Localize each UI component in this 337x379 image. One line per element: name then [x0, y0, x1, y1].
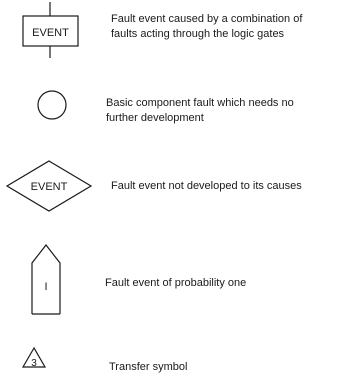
- house-symbol: I: [31, 244, 61, 315]
- legend-description-4: Fault event of probability one: [105, 276, 246, 291]
- description-line: Basic component fault which needs no: [106, 97, 294, 109]
- legend-description-1: Fault event caused by a combination of f…: [111, 12, 302, 42]
- description-line: Fault event caused by a combination of: [111, 13, 303, 25]
- transfer-label: 3: [31, 358, 37, 369]
- rectangle-event-symbol: EVENT: [22, 2, 79, 58]
- description-line: Fault event not developed to its causes: [111, 180, 302, 192]
- description-line: faults acting through the logic gates: [111, 28, 285, 40]
- transfer-triangle-symbol: 3: [21, 346, 47, 369]
- house-label: I: [44, 281, 47, 293]
- diamond-event-symbol: EVENT: [5, 160, 93, 212]
- legend-description-3: Fault event not developed to its causes: [111, 179, 302, 194]
- rectangle-event-label: EVENT: [32, 27, 69, 39]
- description-line: Transfer symbol: [109, 361, 188, 373]
- circle-symbol: [37, 90, 67, 120]
- diamond-event-label: EVENT: [31, 181, 68, 193]
- description-line: Fault event of probability one: [105, 277, 247, 289]
- legend-description-5: Transfer symbol: [109, 360, 187, 375]
- description-line: further development: [106, 112, 204, 124]
- legend-description-2: Basic component fault which needs no fur…: [106, 96, 294, 126]
